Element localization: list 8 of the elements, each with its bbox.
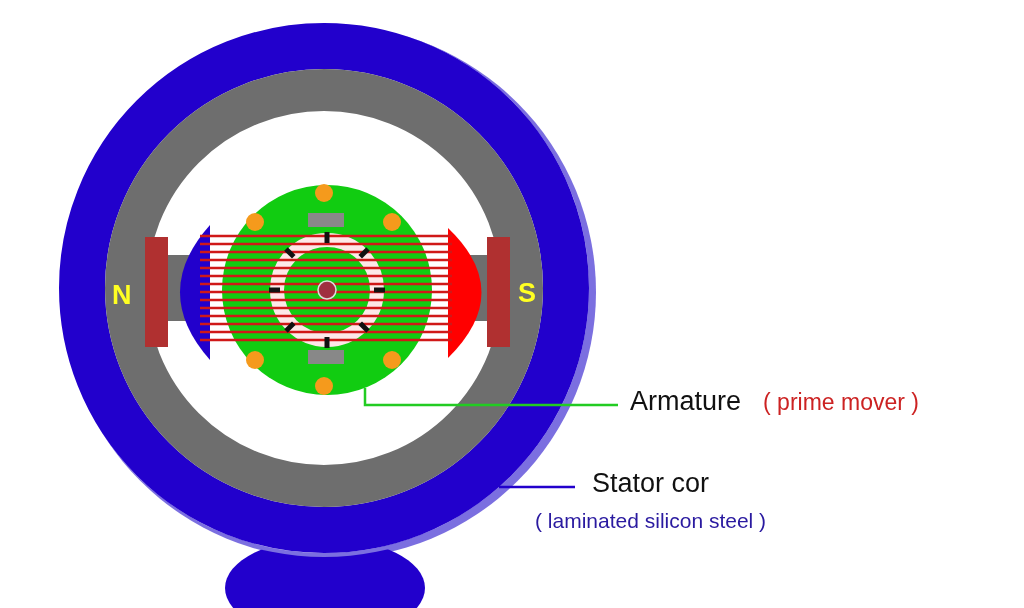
description-text: ( laminated silicon steel ): [535, 509, 768, 533]
leader-line: [363, 387, 618, 407]
label-text: Armature: [630, 386, 742, 416]
pole-label: N: [112, 280, 132, 311]
description-text: ( prime mover ): [763, 389, 919, 415]
leader-line: [499, 485, 575, 489]
label-text: Stator cor: [592, 468, 711, 499]
pole-label: S: [518, 278, 536, 309]
